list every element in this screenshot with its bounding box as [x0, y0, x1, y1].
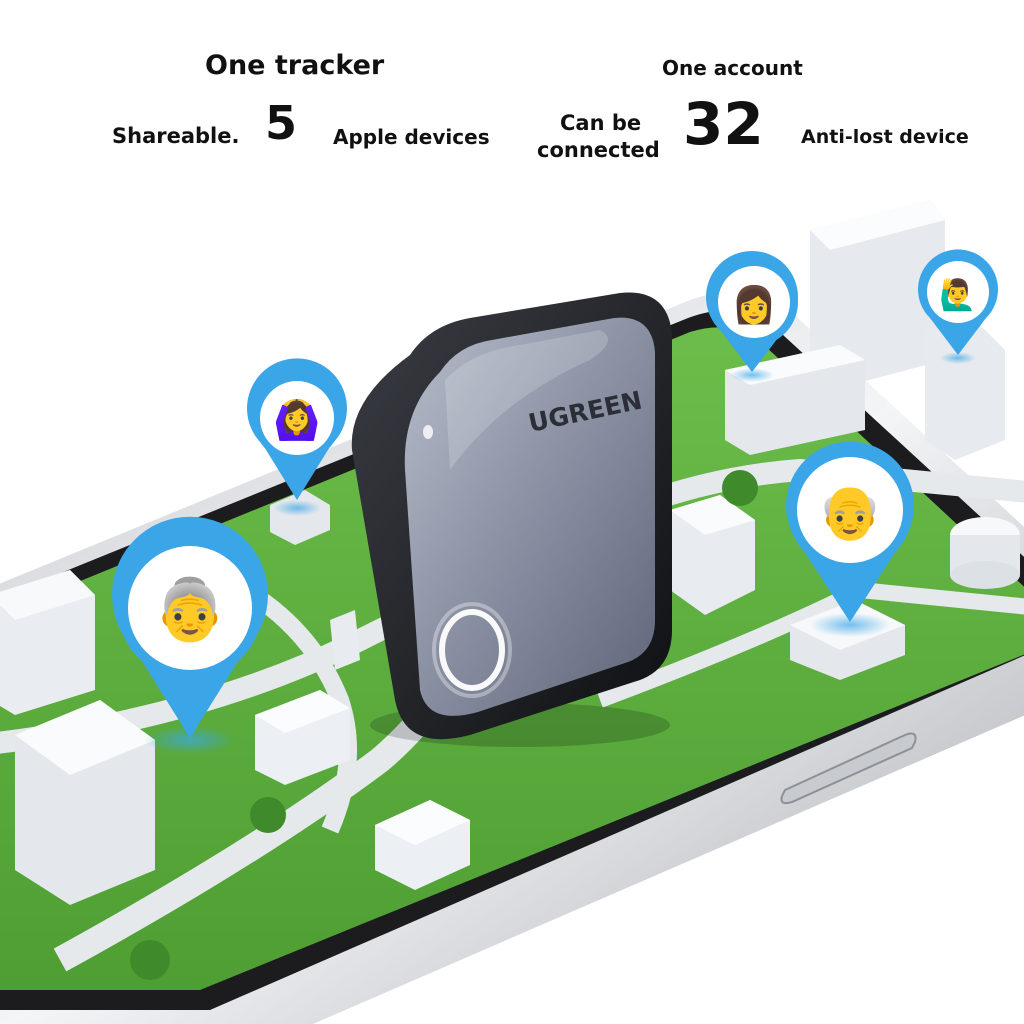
headline-right-suffix: Anti-lost device	[801, 126, 969, 148]
pin-man-waving: 🙋‍♂️	[918, 249, 998, 364]
headline-left-number: 5	[265, 96, 298, 150]
woman-raising-arms-icon: 🙆‍♀️	[273, 398, 320, 442]
pin-woman-face: 👩	[706, 250, 798, 382]
headline-left-prefix: Shareable.	[112, 124, 240, 148]
man-waving-icon: 🙋‍♂️	[939, 277, 976, 313]
grandfather-icon: 👴	[818, 483, 883, 543]
headline-left-top: One tracker	[205, 50, 385, 81]
headline-right-prefix-1: Can be	[560, 111, 642, 135]
pin-grandfather: 👴	[785, 441, 914, 637]
location-pins: 🙆‍♀️ 👵 👩	[112, 249, 998, 754]
headline-right-top: One account	[662, 56, 803, 80]
headline-right-prefix-2: connected	[537, 138, 660, 162]
pin-woman-raising-arms: 🙆‍♀️	[246, 358, 347, 516]
grandmother-icon: 👵	[153, 575, 228, 645]
headline-left-suffix: Apple devices	[333, 125, 490, 149]
tracker-device: UGREEN	[351, 292, 672, 747]
woman-face-icon: 👩	[732, 284, 777, 326]
trees	[130, 470, 758, 980]
pin-grandmother: 👵	[112, 516, 269, 754]
headline-right-number: 32	[683, 90, 764, 158]
